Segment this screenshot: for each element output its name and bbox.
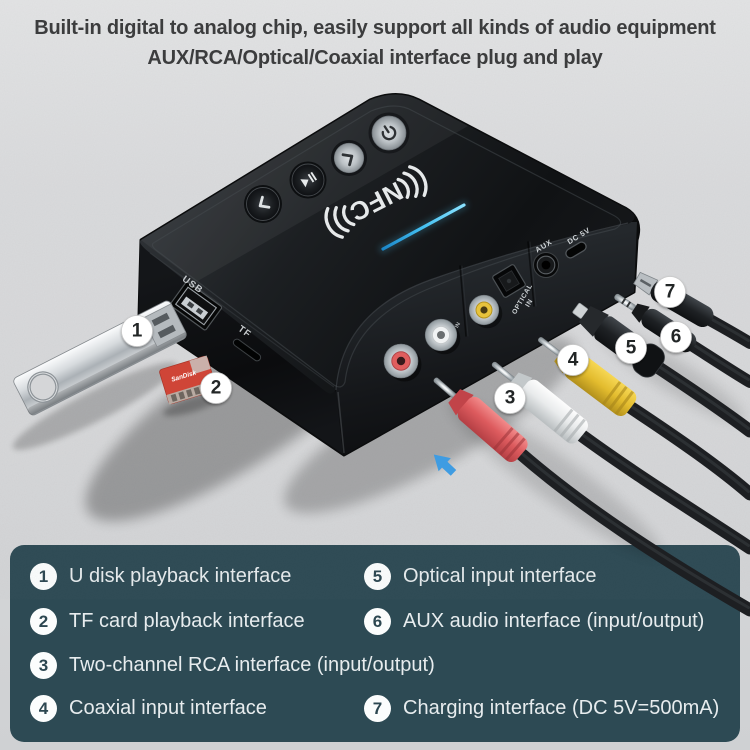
heading-line-1: Built-in digital to analog chip, easily …	[34, 17, 716, 39]
prev-chevron-icon	[258, 195, 271, 209]
legend-num-1: 1	[30, 563, 57, 590]
legend-panel: 1 U disk playback interface 2 TF card play…	[10, 545, 740, 742]
coaxial-jack-yellow	[468, 294, 503, 329]
cable-aux	[687, 340, 750, 388]
panel-grooves	[459, 241, 537, 337]
led-strip	[378, 200, 469, 254]
page-heading: Built-in digital to analog chip, easily …	[0, 13, 750, 73]
legend-label-2: TF card playback interface	[69, 610, 305, 632]
svg-text:1: 1	[132, 321, 143, 342]
rca-jack-red	[383, 343, 422, 382]
svg-text:3: 3	[505, 388, 516, 409]
top-face-seam	[151, 105, 622, 388]
play-pause-button	[289, 161, 327, 199]
legend-label-3: Two-channel RCA interface (input/output)	[69, 654, 435, 676]
svg-text:2: 2	[211, 378, 222, 399]
next-track-button	[331, 140, 367, 176]
legend-label-7: Charging interface (DC 5V=500mA)	[403, 697, 720, 719]
right-face-edge-highlight	[335, 222, 629, 391]
svg-text:IN: IN	[525, 298, 535, 308]
legend-item-1: 1 U disk playback interface	[30, 563, 291, 590]
prev-track-button	[244, 185, 282, 223]
optical-port	[492, 264, 526, 298]
callout-7: 7	[654, 276, 686, 308]
cable-usb-charging	[704, 314, 750, 349]
play-pause-icon	[300, 171, 318, 188]
legend-item-2: 2 TF card playback interface	[30, 608, 305, 635]
legend-num-6: 6	[364, 608, 391, 635]
legend-num-4: 4	[30, 695, 57, 722]
legend-label-5: Optical input interface	[403, 565, 597, 587]
legend-label-1: U disk playback interface	[69, 565, 292, 587]
legend-num-7: 7	[364, 695, 391, 722]
callout-1: 1	[121, 315, 153, 347]
heading-line-2: AUX/RCA/Optical/Coaxial interface plug a…	[147, 47, 603, 69]
legend-item-6: 6 AUX audio interface (input/output)	[364, 608, 704, 635]
nfc-waves-icon	[324, 165, 428, 239]
legend-item-4: 4 Coaxial input interface	[30, 695, 267, 722]
callout-5: 5	[615, 332, 647, 364]
callout-3: 3	[494, 382, 526, 414]
svg-text:7: 7	[665, 282, 676, 303]
left-face-edge-highlight	[149, 252, 335, 388]
legend-item-5: 5 Optical input interface	[364, 563, 596, 590]
svg-text:4: 4	[568, 350, 579, 371]
front-corner-highlight	[337, 391, 345, 454]
next-chevron-icon	[341, 153, 354, 167]
rca-jack-label: IN	[454, 322, 462, 330]
legend-num-2: 2	[30, 608, 57, 635]
legend-item-7: 7 Charging interface (DC 5V=500mA)	[364, 695, 719, 722]
cables	[513, 314, 750, 617]
legend-item-3: 3 Two-channel RCA interface (input/output…	[30, 652, 435, 679]
power-icon	[381, 125, 397, 141]
device-right-face	[336, 222, 637, 455]
tf-card-slot	[232, 338, 262, 362]
cable-optical	[652, 361, 750, 438]
rca-jack-white	[424, 318, 461, 355]
callout-2: 2	[200, 372, 232, 404]
callout-6: 6	[660, 321, 692, 353]
legend-label-4: Coaxial input interface	[69, 697, 267, 719]
aux-jack	[533, 252, 559, 278]
rca-plug-red	[433, 377, 528, 462]
legend-num-3: 3	[30, 652, 57, 679]
blue-arrow-icon	[433, 454, 457, 476]
cable-white-rca	[574, 428, 750, 555]
usb-c-power-port	[565, 241, 587, 259]
legend-label-6: AUX audio interface (input/output)	[403, 610, 705, 632]
svg-text:6: 6	[671, 327, 682, 348]
cable-red-rca	[513, 446, 750, 617]
callout-badges: 1 2 3 4 5 6 7	[121, 276, 692, 414]
callout-4: 4	[557, 344, 589, 376]
cable-yellow-rca	[623, 400, 750, 501]
bluetooth-adapter-device: NFC	[137, 93, 641, 457]
usb-port	[169, 281, 223, 331]
svg-text:5: 5	[626, 338, 637, 359]
legend-num-5: 5	[364, 563, 391, 590]
power-button	[368, 112, 410, 154]
